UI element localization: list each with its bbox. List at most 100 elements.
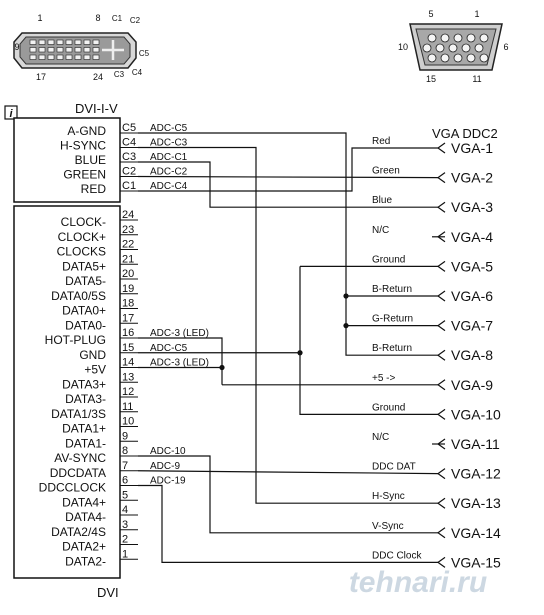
dvi-pin-label: 17	[36, 72, 46, 82]
vga-pin-label: 10	[398, 42, 408, 52]
dvi-pin-hole	[92, 47, 100, 53]
dvi-pin-holes	[29, 39, 100, 60]
dvi-digital-pin-number: 10	[122, 416, 134, 428]
dvi-digital-pin-name: CLOCK+	[58, 230, 106, 244]
vga-pin-label: 5	[428, 9, 433, 19]
watermark: tehnari.ru	[349, 566, 487, 599]
vga-signal-label: +5 ->	[372, 373, 396, 384]
dvi-pin-hole	[83, 39, 91, 45]
dvi-digital-pin-number: 7	[122, 460, 128, 472]
dvi-digital-pin-name: GND	[79, 348, 106, 362]
dvi-pin-hole	[38, 47, 46, 53]
vga-signal-label: B-Return	[372, 343, 412, 354]
vga-pin-arrow	[436, 497, 446, 509]
dvi-digital-pin-number: 4	[122, 504, 128, 516]
dvi-digital-pin-number: 3	[122, 519, 128, 531]
wire-green-to-vga2	[137, 175, 439, 179]
vga-pin-label-text: VGA-12	[451, 466, 501, 482]
dvi-digital-pin-number: 16	[122, 327, 134, 339]
dvi-digital-pin-number: 1	[122, 548, 128, 560]
vga-pin-arrow	[436, 260, 446, 272]
wire-blue-to-vga3	[138, 161, 438, 208]
dvi-digital-adc-label: ADC-19	[150, 476, 186, 487]
dvi-pin-label: C5	[139, 49, 150, 58]
vga-pin-arrow	[436, 290, 446, 302]
vga-pin-label-text: VGA-2	[451, 170, 493, 186]
dvi-digital-pin-name: DDCDATA	[50, 466, 106, 480]
dvi-pin-hole	[65, 39, 73, 45]
vga-pin-label-text: VGA-11	[451, 436, 500, 452]
dvi-digital-adc-label: ADC-C5	[150, 343, 188, 354]
info-icon[interactable]: i	[4, 105, 18, 120]
dvi-digital-pin-number: 21	[122, 253, 134, 265]
vga-signal-label: Ground	[372, 254, 405, 265]
vga-pin-arrow	[436, 527, 446, 539]
dvi-pin-label: C2	[130, 16, 141, 25]
vga-pin-hole	[422, 43, 432, 53]
dvi-digital-pin-number: 2	[122, 534, 128, 546]
vga-pin-label-text: VGA-4	[451, 229, 493, 245]
vga-signal-label: Blue	[372, 195, 392, 206]
dvi-pin-hole	[47, 47, 55, 53]
dvi-digital-pin-name: CLOCKS	[57, 245, 106, 259]
vga-pin-label-text: VGA-8	[451, 347, 493, 363]
vga-pin-label-text: VGA-6	[451, 288, 493, 304]
vga-pin-hole	[453, 53, 463, 63]
dvi-pin-hole	[74, 54, 82, 60]
dvi-analog-pin-number: C1	[122, 180, 136, 192]
dvi-analog-pin-name: BLUE	[75, 153, 106, 167]
dvi-pin-hole	[92, 54, 100, 60]
vga-pin-hole	[427, 33, 437, 43]
dvi-digital-pin-number: 24	[122, 209, 134, 221]
dvi-analog-adc-label: ADC-C1	[150, 152, 188, 163]
dvi-digital-pin-name: DATA3+	[62, 377, 106, 391]
dvi-pin-hole	[29, 47, 37, 53]
dvi-digital-pin-number: 15	[122, 342, 134, 354]
dvi-pin-hole	[65, 54, 73, 60]
dvi-digital-pin-number: 11	[122, 401, 133, 413]
dvi-pin-hole	[29, 54, 37, 60]
dvi-digital-pin-number: 22	[122, 239, 134, 251]
dvi-analog-pin-name: RED	[81, 182, 107, 196]
vga-pin-hole	[448, 43, 458, 53]
vga-signal-label: Green	[372, 166, 400, 177]
vga-signal-label: Ground	[372, 402, 405, 413]
dvi-analog-adc-label: ADC-C3	[150, 138, 188, 149]
dvi-pin-hole	[56, 39, 64, 45]
dvi-analog-pin-name: A-GND	[67, 124, 106, 138]
dvi-pin-label: C4	[132, 68, 143, 77]
vga-pin-label-text: VGA-7	[451, 318, 493, 334]
dvi-analog-pin-name: GREEN	[63, 168, 106, 182]
vga-pin-label: 6	[503, 42, 508, 52]
vga-pin-arrow	[436, 172, 446, 184]
vga-pin-label-text: VGA-5	[451, 258, 493, 274]
vga-pin-label: 11	[472, 74, 481, 84]
dvi-pin-hole	[38, 39, 46, 45]
dvi-digital-pin-number: 17	[122, 312, 134, 324]
vga-pin-hole	[435, 43, 445, 53]
dvi-pin-hole	[47, 39, 55, 45]
vga-pin-arrow	[436, 201, 446, 213]
dvi-analog-pin-number: C2	[122, 166, 136, 178]
dvi-pin-hole	[92, 39, 100, 45]
dvi-digital-pin-number: 8	[122, 445, 128, 457]
vga-pin-arrow	[436, 379, 446, 391]
dvi-digital-pin-name: DATA0-	[65, 318, 106, 332]
info-icon-glyph: i	[9, 108, 13, 120]
dvi-digital-pin-name: DATA2/4S	[51, 525, 106, 539]
dvi-pin-hole	[83, 54, 91, 60]
vga-pin-label: 15	[426, 74, 436, 84]
dvi-analog-pin-number: C5	[122, 122, 136, 134]
vga-pin-arrow	[436, 468, 446, 480]
dvi-digital-pin-name: DATA2-	[65, 554, 106, 568]
vga-pin-arrow	[436, 142, 446, 154]
dvi-digital-pin-number: 6	[122, 475, 128, 487]
dvi-digital-pin-name: DATA1/3S	[51, 407, 106, 421]
vga-pin-arrow	[436, 320, 446, 332]
dvi-pin-label: 24	[93, 72, 103, 82]
vga-pin-hole	[466, 33, 476, 43]
dvi-analog-pin-number: C4	[122, 137, 136, 149]
wire-avsync-to-vga14	[138, 455, 438, 534]
